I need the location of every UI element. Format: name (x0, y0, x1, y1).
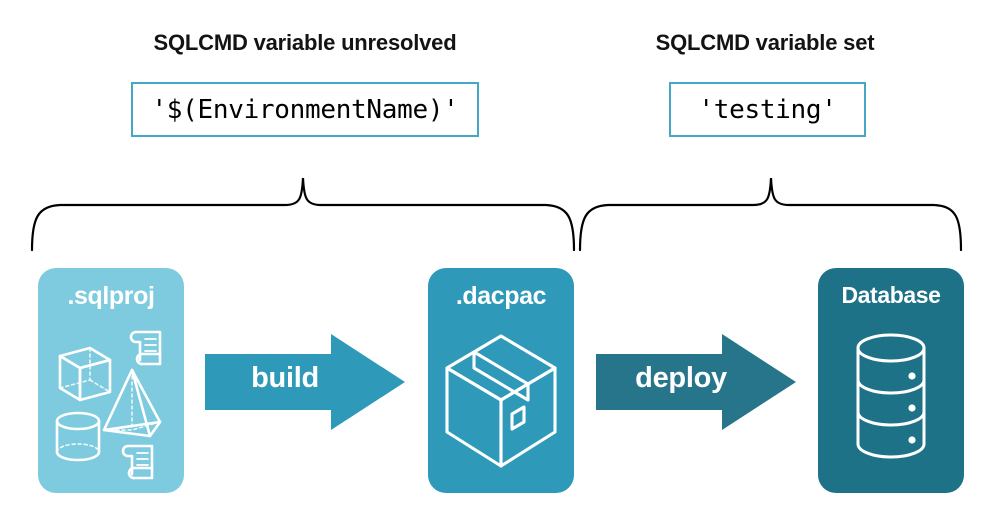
brace-right (578, 177, 963, 252)
arrow-build (205, 334, 405, 430)
heading-sqlcmd-variable-unresolved: SQLCMD variable unresolved (153, 30, 457, 55)
stage-label-sqlproj: .sqlproj (67, 282, 155, 310)
heading-sqlcmd-variable-set: SQLCMD variable set (655, 30, 875, 55)
stage-box-database: Database (818, 268, 964, 493)
stage-label-dacpac: .dacpac (455, 282, 547, 310)
shapes-and-scripts-icon (55, 330, 162, 480)
brace-left (30, 177, 576, 252)
code-box-environment-name: '$(EnvironmentName)' (131, 82, 479, 137)
stage-box-dacpac: .dacpac (428, 268, 574, 493)
code-box-testing: 'testing' (669, 82, 866, 137)
arrow-label-build: build (251, 362, 319, 394)
stage-box-sqlproj: .sqlproj (38, 268, 184, 493)
stage-label-database: Database (841, 282, 941, 308)
database-cylinder-icon (856, 333, 926, 459)
arrow-deploy (596, 334, 796, 430)
package-box-icon (445, 334, 557, 468)
arrow-label-deploy: deploy (635, 362, 727, 394)
